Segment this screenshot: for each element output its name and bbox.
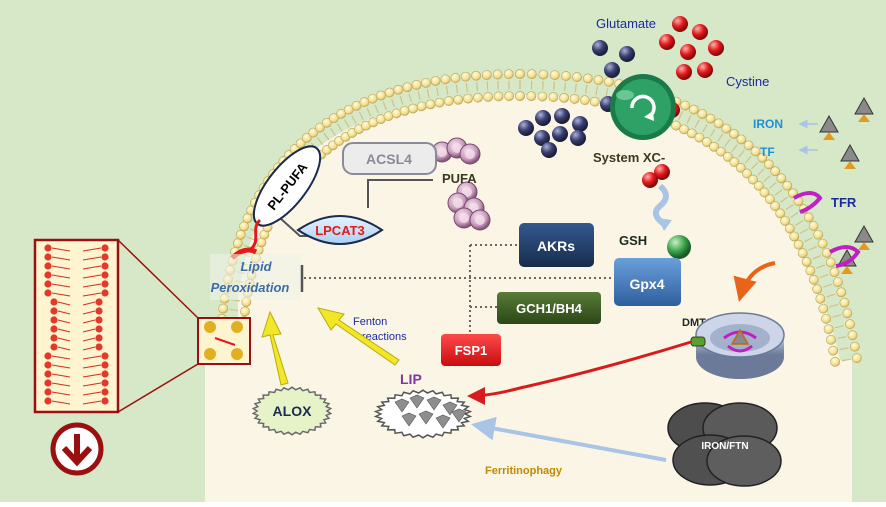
lipid-label: Lipid [240, 259, 272, 274]
tf-label: TF [760, 145, 775, 159]
akrs-box: AKRs [519, 223, 594, 267]
gpx4-label: Gpx4 [629, 276, 664, 292]
gsh-label: GSH [619, 233, 647, 248]
acsl4-box: ACSL4 [343, 143, 436, 174]
iron-ftn-label: IRON/FTN [701, 441, 748, 452]
gch1-bh4-label: GCH1/BH4 [516, 301, 583, 316]
akrs-label: AKRs [537, 238, 575, 254]
alox-label: ALOX [273, 403, 313, 419]
iron-ftn-ferritin: IRON/FTN [668, 403, 781, 486]
peroxidation-label: Peroxidation [211, 280, 290, 295]
down-arrow-circle-icon [53, 425, 101, 473]
fsp1-label: FSP1 [455, 343, 488, 358]
fenton-label-line1: Fenton [353, 316, 387, 328]
fsp1-box: FSP1 [441, 334, 501, 366]
acsl4-label: ACSL4 [366, 151, 412, 167]
gch1-bh4-box: GCH1/BH4 [497, 292, 601, 324]
dmt1-endosome [691, 313, 784, 379]
pufa-label: PUFA [442, 171, 477, 186]
iron-label: IRON [753, 117, 783, 131]
gpx4-box: Gpx4 [614, 258, 681, 306]
system-xc-transporter [610, 74, 676, 140]
membrane-patch [198, 318, 250, 364]
glutamate-label: Glutamate [596, 16, 656, 31]
cystine-label: Cystine [726, 74, 769, 89]
gsh-molecule [667, 235, 691, 259]
ferritinophagy-label: Ferritinophagy [485, 465, 563, 477]
system-xc-label: System XC- [593, 150, 665, 165]
membrane-zoom-inset [35, 240, 118, 412]
tfr-label: TFR [831, 195, 857, 210]
lpcat3-label: LPCAT3 [315, 223, 365, 238]
lip-label: LIP [400, 371, 422, 387]
